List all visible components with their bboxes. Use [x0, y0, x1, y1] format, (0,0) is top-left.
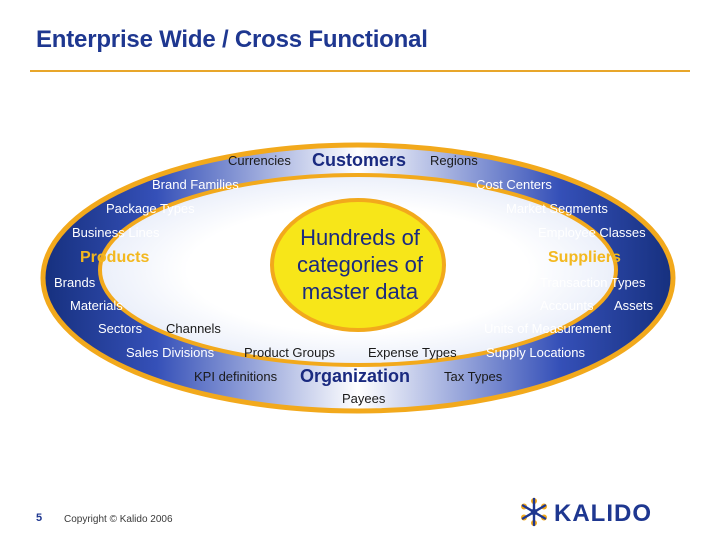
title-divider [30, 70, 690, 72]
category-assets: Assets [614, 298, 654, 313]
category-supply-locations: Supply Locations [486, 345, 586, 360]
kalido-logo: KALIDO [521, 497, 652, 527]
kalido-snowflake-icon [521, 497, 547, 527]
center-label: Hundreds of categories of master data [276, 224, 444, 305]
center-line-1: Hundreds of [300, 225, 420, 250]
category-employee-classes: Employee Classes [538, 225, 646, 240]
group-organization: Organization [300, 366, 411, 386]
category-kpi-definitions: KPI definitions [194, 369, 278, 384]
category-sales-divisions: Sales Divisions [126, 345, 215, 360]
center-line-3: master data [301, 279, 419, 304]
category-business-lines: Business Lines [72, 225, 160, 240]
category-expense-types: Expense Types [368, 345, 457, 360]
category-product-groups: Product Groups [244, 345, 336, 360]
category-channels: Channels [166, 321, 221, 336]
category-currencies: Currencies [228, 153, 291, 168]
kalido-wordmark: KALIDO [554, 500, 652, 527]
category-cost-centers: Cost Centers [476, 177, 552, 192]
group-customers: Customers [312, 150, 407, 170]
category-regions: Regions [430, 153, 478, 168]
center-core [270, 198, 446, 332]
center-line-2: categories of [297, 252, 423, 277]
page-number: 5 [36, 512, 43, 524]
category-market-segments: Market Segments [506, 201, 608, 216]
category-brand-families: Brand Families [152, 177, 239, 192]
category-brands: Brands [54, 275, 96, 290]
group-products: Products [80, 249, 150, 266]
group-suppliers: Suppliers [548, 249, 621, 266]
category-materials: Materials [70, 298, 123, 313]
slide-title: Enterprise Wide / Cross Functional [36, 26, 428, 53]
category-payees: Payees [342, 391, 386, 406]
category-accounts: Accounts [540, 298, 594, 313]
copyright-notice: Copyright © Kalido 2006 [64, 514, 173, 525]
category-sectors: Sectors [98, 321, 143, 336]
category-package-types: Package Types [106, 201, 195, 216]
category-transaction-types: Transaction Types [540, 275, 646, 290]
category-units-of-measurement: Units of Measurement [484, 321, 612, 336]
category-tax-types: Tax Types [444, 369, 503, 384]
